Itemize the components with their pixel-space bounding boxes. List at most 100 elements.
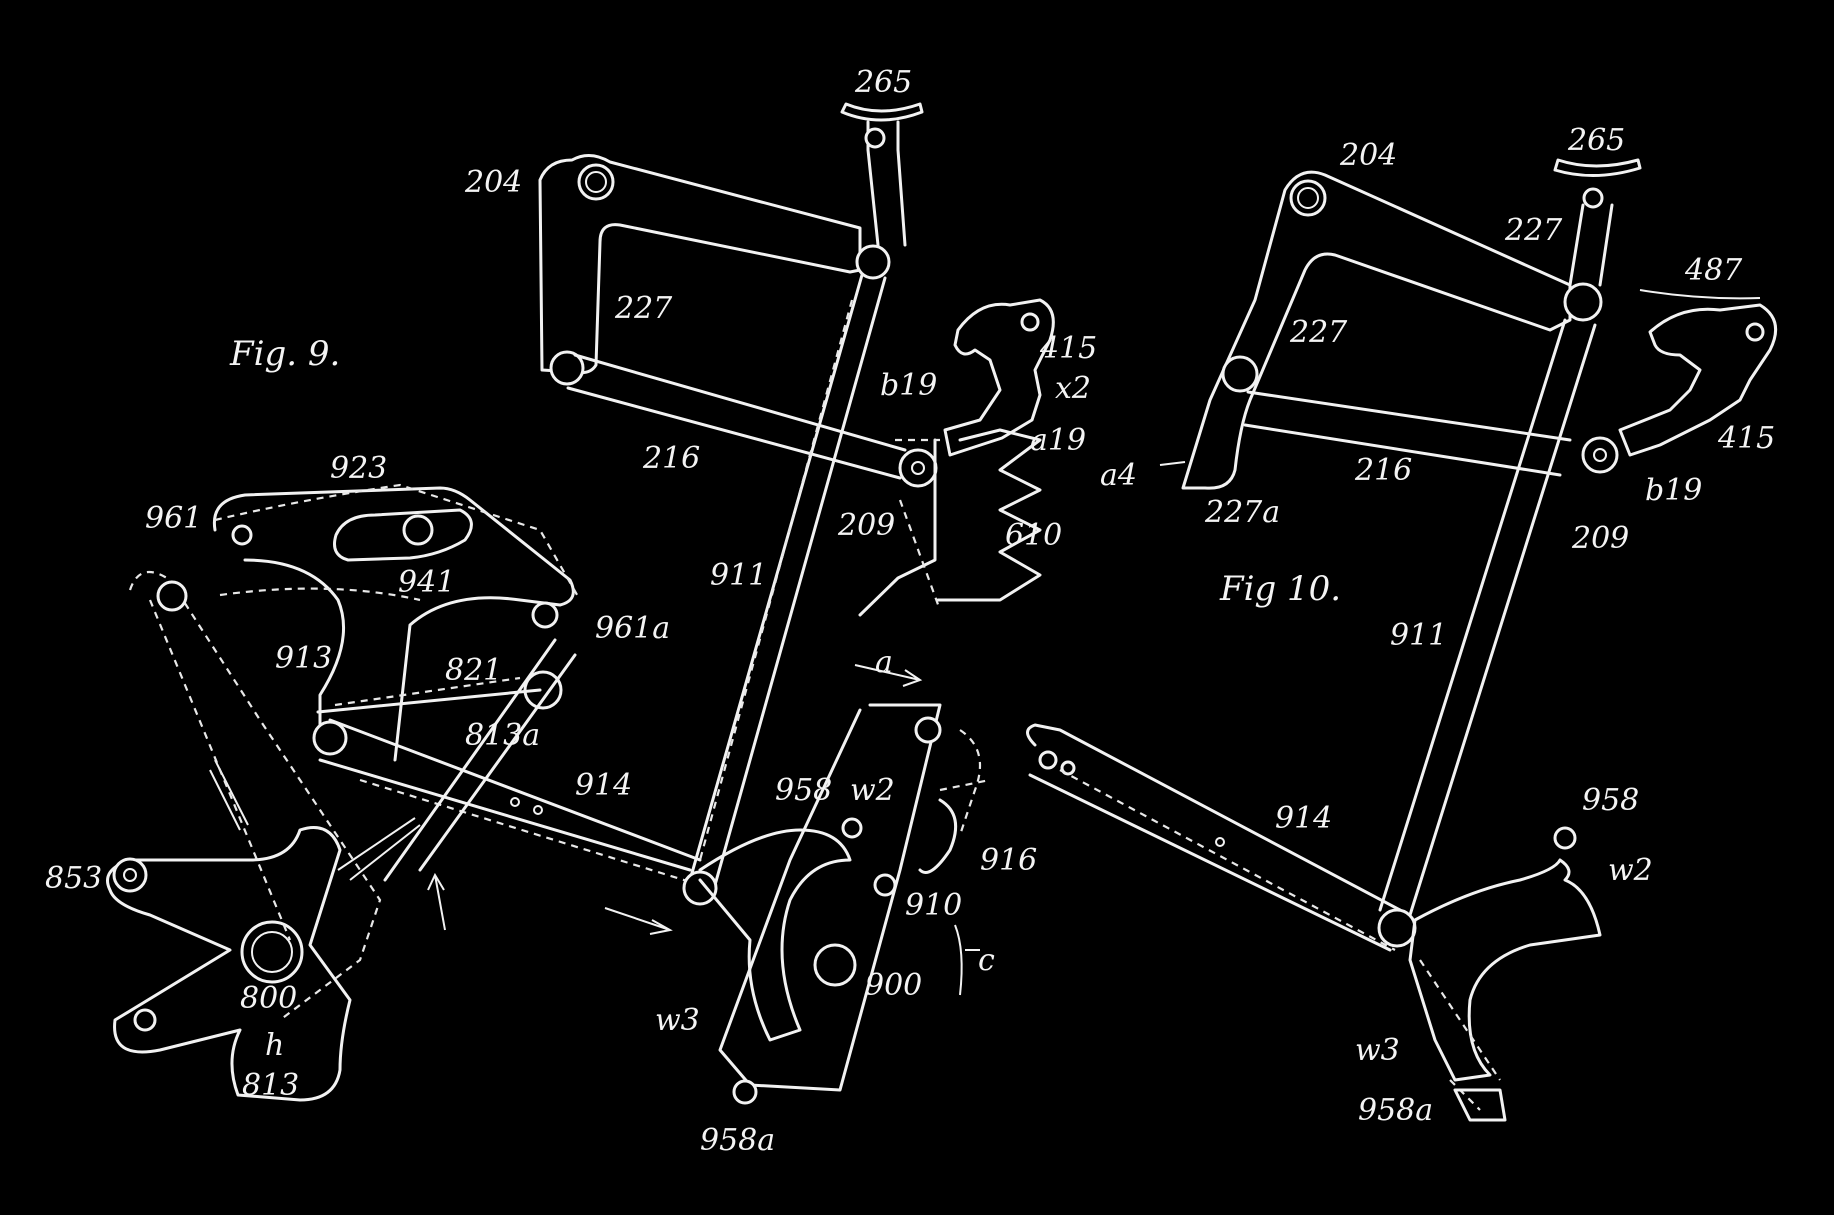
- reference-labels: Fig. 9. Fig 10. 265 204 227 216 415 b19 …: [45, 65, 1775, 1158]
- pin-813-lower: [133, 1008, 157, 1032]
- line-487: [1639, 289, 1761, 300]
- pawl-415: [943, 298, 1055, 457]
- label-916: 916: [980, 843, 1037, 878]
- label-216-fig9: 216: [642, 441, 700, 476]
- label-w2-fig9: w2: [850, 773, 895, 808]
- escapement-fig10: [1408, 858, 1602, 1082]
- pin-910-mid: [873, 873, 897, 897]
- link-821: [383, 638, 577, 882]
- escapement-fig10-dashed: [1419, 959, 1501, 1111]
- label-914-fig9: 914: [575, 768, 632, 803]
- pin-227-upper-fig10: [1563, 282, 1603, 322]
- label-853: 853: [45, 861, 102, 896]
- pivot-204-fig10-inner: [1297, 187, 1319, 209]
- label-821: 821: [445, 653, 502, 688]
- arrow-down: [604, 907, 673, 935]
- hub-800: [240, 920, 304, 984]
- label-958-fig10: 958: [1582, 783, 1639, 818]
- label-a4: a4: [1100, 458, 1137, 493]
- slot-923: [333, 508, 473, 562]
- label-923: 923: [330, 451, 387, 486]
- bar-914-fig10-dashed: [1059, 769, 1396, 951]
- lever-frame-227-fig10: [1181, 170, 1572, 490]
- pin-961: [231, 524, 253, 546]
- figure-9-title: Fig. 9.: [229, 334, 340, 374]
- rod-911-fig10: [1378, 318, 1597, 917]
- key-top-265-fig10: [1553, 158, 1642, 177]
- pin-910-top: [914, 716, 942, 744]
- hole-914-1: [510, 797, 520, 807]
- label-227a: 227a: [1204, 495, 1280, 530]
- pawl-415-fig10: [1618, 303, 1778, 457]
- label-204-fig10: 204: [1339, 138, 1397, 173]
- lever-dashed: [214, 483, 581, 602]
- bar-914: [316, 688, 702, 872]
- label-487: 487: [1684, 253, 1743, 288]
- label-813: 813: [242, 1068, 299, 1103]
- label-h: h: [265, 1028, 284, 1063]
- bracket-c: [954, 924, 980, 996]
- label-415-fig10: 415: [1717, 421, 1775, 456]
- spring-2: [209, 759, 249, 831]
- pawl-pin-fig10: [1745, 322, 1765, 342]
- arrow-a: [854, 664, 923, 687]
- pin-911-lower: [682, 870, 718, 906]
- pivot-204-fig10: [1289, 179, 1327, 217]
- label-a19: a19: [1030, 423, 1086, 458]
- label-958-fig9: 958: [775, 773, 832, 808]
- rod-911-dashed: [698, 299, 854, 861]
- pin-900: [813, 943, 857, 987]
- label-900: 900: [865, 968, 922, 1003]
- label-204-fig9: 204: [464, 165, 522, 200]
- key-pin-fig10: [1582, 187, 1604, 209]
- label-913: 913: [275, 641, 332, 676]
- pin-941: [402, 514, 434, 546]
- label-w3-fig10: w3: [1355, 1033, 1400, 1068]
- pin-227-lower: [549, 350, 585, 386]
- label-265-fig10: 265: [1567, 123, 1625, 158]
- label-227-fig9: 227: [614, 291, 673, 326]
- label-c: c: [978, 943, 995, 978]
- label-227-fig10: 227: [1289, 315, 1348, 350]
- pivot-209: [898, 448, 938, 488]
- pin-227-lower-fig10: [1221, 355, 1259, 393]
- arrow-up: [427, 872, 446, 931]
- label-958a-fig9: 958a: [700, 1123, 775, 1158]
- main-lever-813: [106, 826, 352, 1102]
- hole-914-fig10-1: [1038, 750, 1058, 770]
- label-813a: 813a: [465, 718, 540, 753]
- label-910: 910: [905, 888, 962, 923]
- bar-914-dashed: [334, 676, 701, 887]
- label-b19-fig10: b19: [1645, 473, 1702, 508]
- pin-958-fig10: [1553, 826, 1577, 850]
- label-209-fig10: 209: [1571, 521, 1629, 556]
- label-415-fig9: 415: [1039, 331, 1097, 366]
- label-216-fig10: 216: [1354, 453, 1412, 488]
- pin-upper-dashed: [156, 580, 188, 612]
- gear-916-dashed: [939, 729, 991, 836]
- rack-dashed: [895, 438, 942, 611]
- tab-a4: [1159, 461, 1186, 466]
- pin-958: [841, 817, 863, 839]
- label-914-fig10: 914: [1275, 801, 1332, 836]
- pivot-209-fig10: [1581, 436, 1619, 474]
- pin-227-upper: [855, 244, 891, 280]
- hole-914-2: [533, 805, 543, 815]
- foot-958a: [1453, 1088, 1507, 1122]
- label-x2: x2: [1055, 371, 1091, 406]
- bar-216: [566, 353, 907, 480]
- pin-961a: [531, 601, 559, 629]
- pawl-pin: [1020, 312, 1040, 332]
- pin-911-lower-fig10: [1377, 908, 1417, 948]
- label-227-fig10-top: 227: [1504, 213, 1563, 248]
- lever-frame-227: [538, 154, 862, 375]
- pivot-204: [577, 163, 615, 201]
- pivot-209-fig10-inner: [1593, 448, 1607, 462]
- hub-800-inner: [251, 931, 293, 973]
- pin-958a: [732, 1079, 758, 1105]
- label-610: 610: [1005, 518, 1062, 553]
- label-b19-fig9: b19: [880, 368, 937, 403]
- main-lever-dashed: [128, 570, 382, 1021]
